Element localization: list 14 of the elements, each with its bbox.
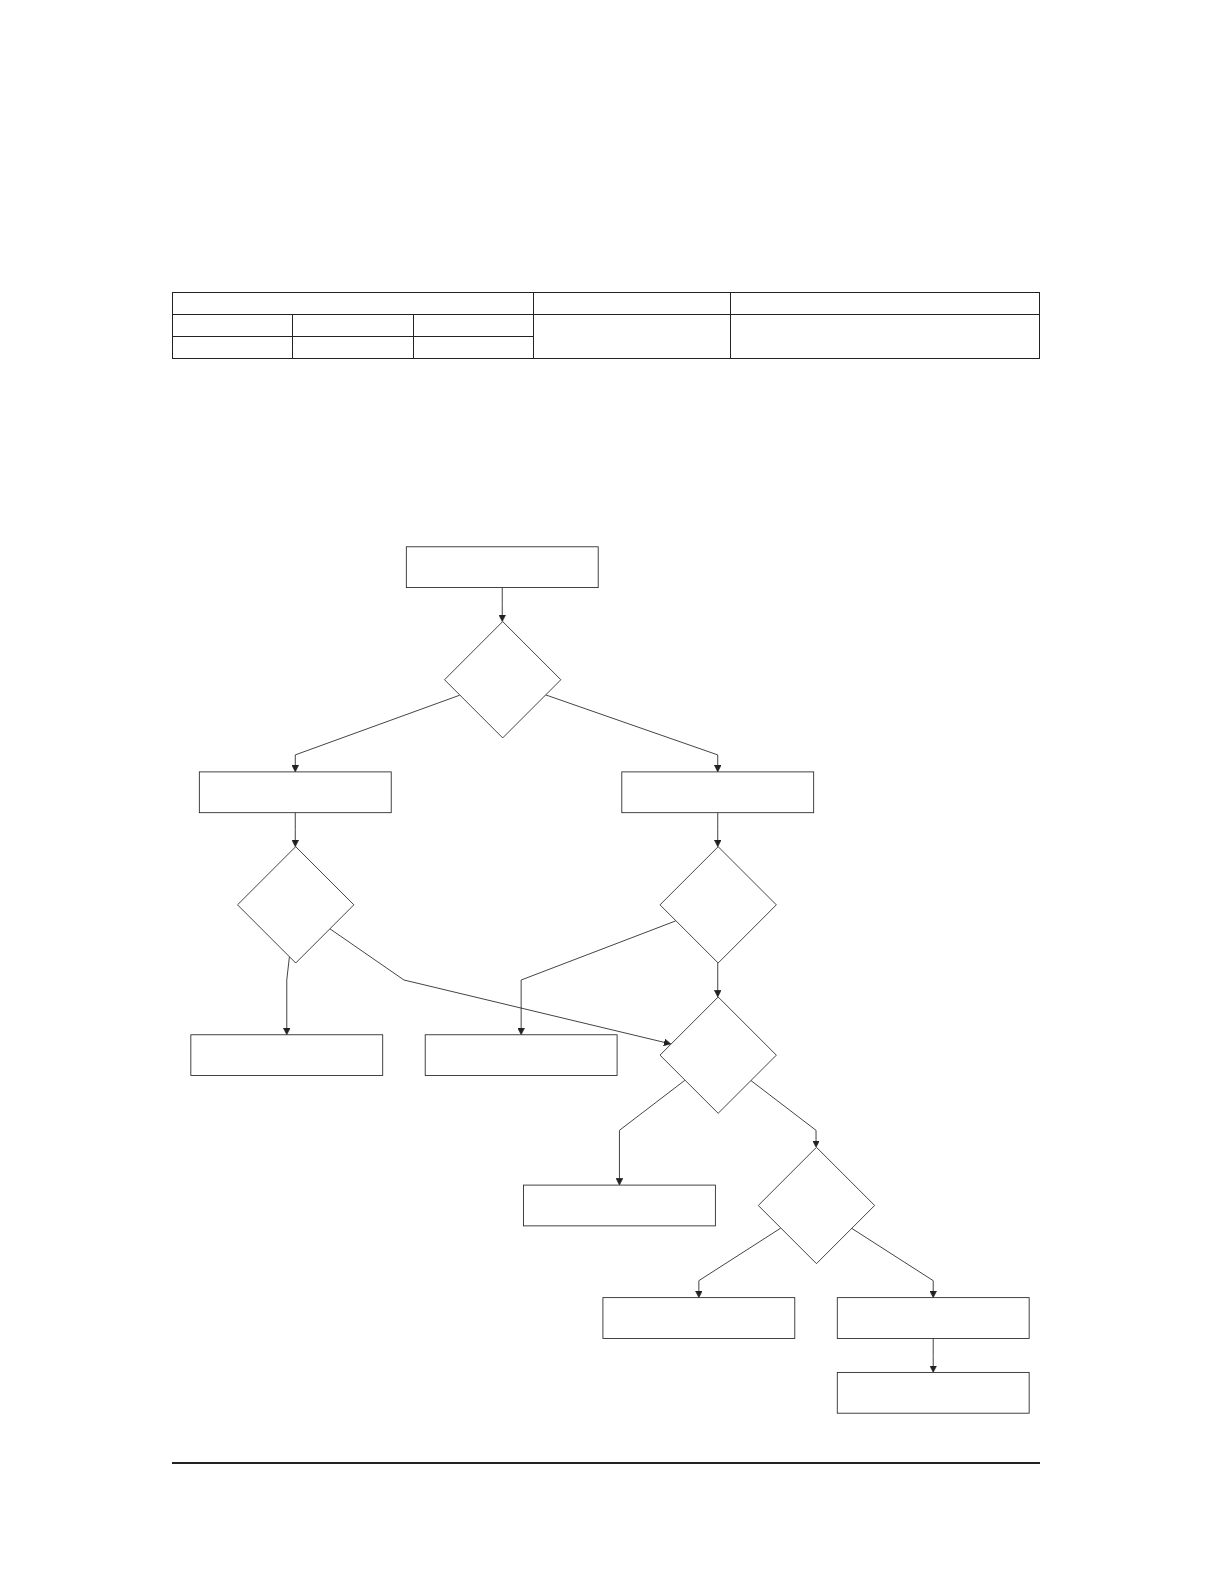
node-box bbox=[621, 771, 815, 814]
node-diamond bbox=[444, 621, 562, 739]
node-diamond bbox=[237, 846, 355, 964]
node-box bbox=[836, 1372, 1030, 1414]
node-box bbox=[190, 1034, 384, 1076]
node-diamond bbox=[757, 1146, 876, 1265]
node-box bbox=[602, 1297, 796, 1339]
node-box bbox=[198, 771, 392, 814]
node-box bbox=[424, 1034, 618, 1076]
node-diamond bbox=[659, 846, 777, 964]
node-diamond bbox=[659, 996, 777, 1114]
node-box bbox=[836, 1297, 1030, 1339]
node-box bbox=[405, 546, 599, 588]
node-box bbox=[523, 1184, 716, 1227]
